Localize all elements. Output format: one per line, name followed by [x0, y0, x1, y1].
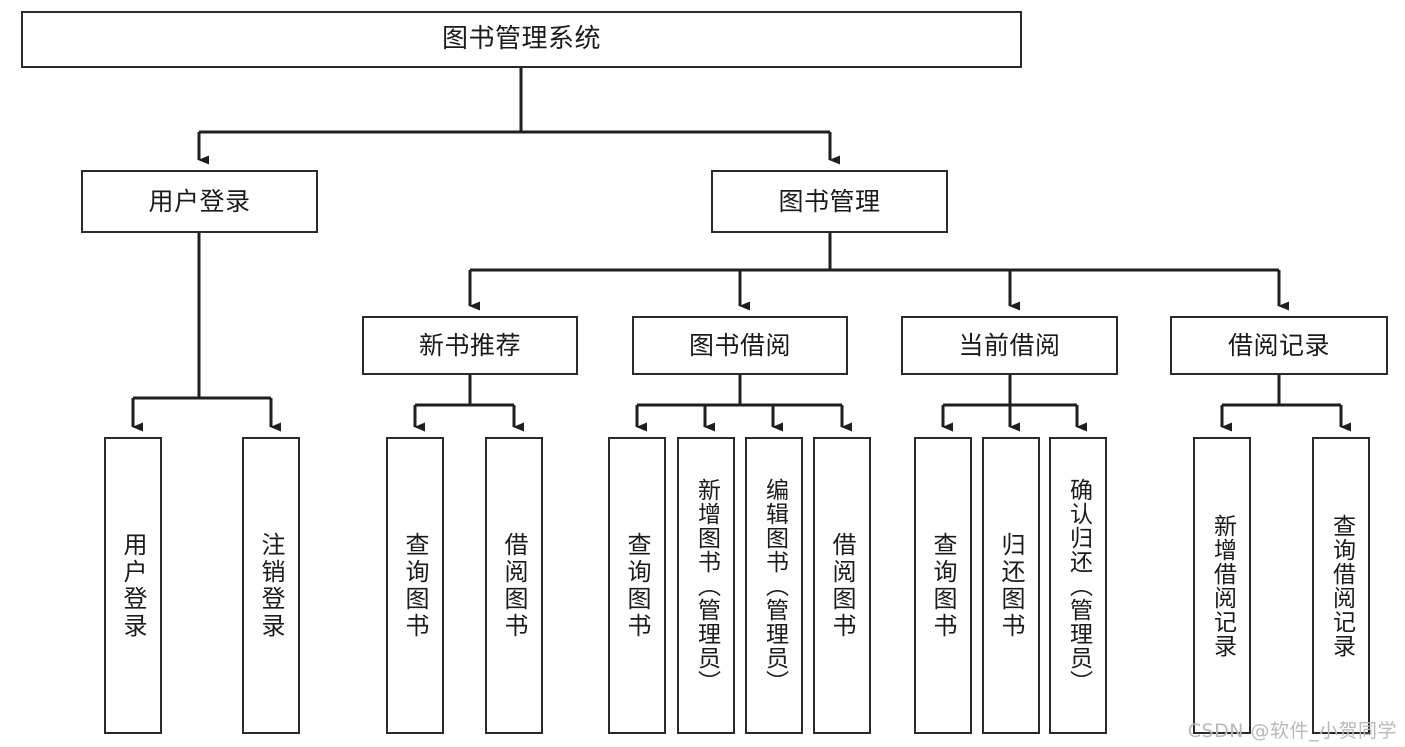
node-label: 图书管理	[778, 186, 881, 216]
leaf-borrow-book-recommend[interactable]: 借阅图书	[485, 437, 543, 734]
node-label: 新增借阅记录	[1209, 513, 1236, 658]
leaf-query-book-borrow[interactable]: 查询图书	[608, 437, 666, 734]
node-new-book-recommend[interactable]: 新书推荐	[362, 316, 578, 375]
leaf-edit-book-admin[interactable]: 编辑图书（管理员）	[745, 437, 803, 734]
leaf-borrow-book[interactable]: 借阅图书	[813, 437, 871, 734]
leaf-confirm-return-admin[interactable]: 确认归还（管理员）	[1049, 437, 1107, 734]
node-label: 图书借阅	[688, 330, 791, 360]
node-label: 查询图书	[929, 531, 957, 640]
node-label: 用户登录	[148, 186, 251, 216]
node-book-management[interactable]: 图书管理	[711, 170, 948, 233]
leaf-user-logout[interactable]: 注销登录	[242, 437, 300, 734]
node-user-login[interactable]: 用户登录	[81, 170, 318, 233]
node-label: 确认归还（管理员）	[1065, 477, 1092, 694]
node-label: 编辑图书（管理员）	[761, 477, 788, 694]
node-label: 查询借阅记录	[1328, 513, 1355, 658]
node-label: 归还图书	[997, 531, 1025, 640]
leaf-query-borrow-record[interactable]: 查询借阅记录	[1312, 437, 1370, 734]
leaf-user-login[interactable]: 用户登录	[104, 437, 162, 734]
leaf-return-book[interactable]: 归还图书	[982, 437, 1040, 734]
node-label: 借阅图书	[828, 531, 856, 640]
node-label: 新书推荐	[418, 330, 521, 360]
node-label: 注销登录	[257, 531, 285, 640]
leaf-add-borrow-record[interactable]: 新增借阅记录	[1193, 437, 1251, 734]
node-label: 借阅记录	[1227, 330, 1330, 360]
node-label: 查询图书	[401, 531, 429, 640]
node-label: 新增图书（管理员）	[693, 477, 720, 694]
leaf-add-book-admin[interactable]: 新增图书（管理员）	[677, 437, 735, 734]
node-label: 查询图书	[623, 531, 651, 640]
node-label: 借阅图书	[500, 531, 528, 640]
node-current-borrow[interactable]: 当前借阅	[901, 316, 1118, 375]
leaf-query-book-recommend[interactable]: 查询图书	[386, 437, 444, 734]
node-label: 当前借阅	[958, 330, 1061, 360]
csdn-watermark: CSDN @软件_小贺同学	[1187, 720, 1397, 742]
leaf-query-book-current[interactable]: 查询图书	[914, 437, 972, 734]
node-label: 图书管理系统	[441, 23, 601, 54]
node-book-borrow[interactable]: 图书借阅	[632, 316, 848, 375]
node-borrow-record[interactable]: 借阅记录	[1170, 316, 1388, 375]
node-label: 用户登录	[119, 531, 147, 640]
node-book-management-system[interactable]: 图书管理系统	[21, 11, 1022, 68]
